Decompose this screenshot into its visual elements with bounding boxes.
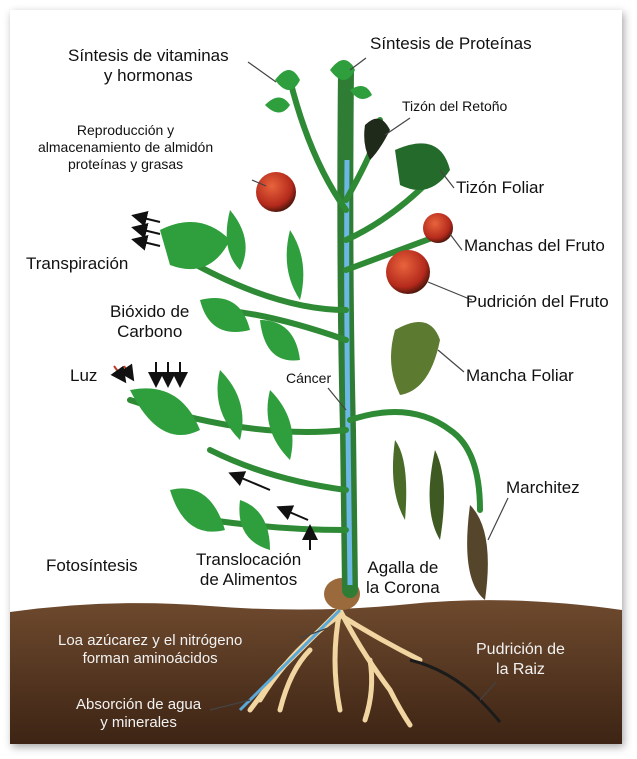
label-fotosintesis: Fotosíntesis: [46, 556, 138, 576]
label-bioxido: Bióxido de Carbono: [110, 302, 189, 342]
label-azucarez: Loa azúcarez y el nitrógeno forman amino…: [58, 632, 242, 668]
label-sintesis-vitaminas: Síntesis de vitaminas y hormonas: [68, 46, 229, 86]
fruit-spotted: [423, 213, 453, 243]
light-icon: [114, 366, 132, 380]
wilted-leaf-2: [430, 450, 444, 540]
fruit-rotten: [386, 250, 430, 294]
diagram-frame: Síntesis de vitaminas y hormonas Síntesi…: [10, 10, 622, 744]
label-absorcion: Absorción de agua y minerales: [76, 696, 201, 732]
label-agalla: Agalla de la Corona: [366, 558, 440, 598]
label-translocacion: Translocación de Alimentos: [196, 550, 301, 590]
wilted-leaf-1: [393, 440, 406, 520]
shoot-blight: [364, 119, 390, 160]
label-marchitez: Marchitez: [506, 478, 580, 498]
label-sintesis-proteinas: Síntesis de Proteínas: [370, 34, 532, 54]
label-cancer: Cáncer: [286, 370, 331, 387]
label-tizon-foliar: Tizón Foliar: [456, 178, 544, 198]
label-pudricion-raiz: Pudrición de la Raiz: [476, 640, 565, 680]
label-luz: Luz: [70, 366, 97, 386]
leaf-spot: [391, 322, 440, 395]
label-reproduccion: Reproducción y almacenamiento de almidón…: [38, 122, 213, 173]
label-tizon-retono: Tizón del Retoño: [402, 98, 507, 115]
fruit-healthy: [256, 172, 296, 212]
label-transpiracion: Transpiración: [26, 254, 128, 274]
wilted-leaf-3: [467, 505, 488, 600]
label-pudricion-fruto: Pudrición del Fruto: [466, 292, 609, 312]
leaf-blight: [395, 143, 450, 190]
label-mancha-foliar: Mancha Foliar: [466, 366, 574, 386]
label-manchas-fruto: Manchas del Fruto: [464, 236, 605, 256]
